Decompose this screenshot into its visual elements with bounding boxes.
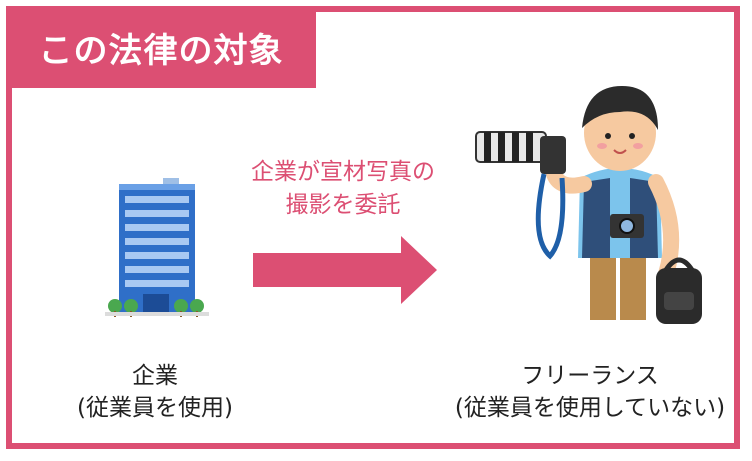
right-arrow-icon bbox=[253, 236, 437, 304]
arrow-label-line2: 撮影を委託 bbox=[285, 192, 401, 218]
contractor-label: フリーランス (従業員を使用していない) bbox=[440, 360, 740, 424]
office-building-icon bbox=[105, 178, 209, 317]
arrow-label: 企業が宣材写真の 撮影を委託 bbox=[218, 156, 468, 222]
client-note: (従業員を使用) bbox=[77, 395, 233, 421]
header-tab: この法律の対象 bbox=[6, 6, 316, 88]
photographer-icon bbox=[475, 86, 702, 324]
header-title: この法律の対象 bbox=[38, 30, 284, 71]
contractor-name: フリーランス bbox=[521, 363, 659, 389]
arrow-label-line1: 企業が宣材写真の bbox=[251, 159, 435, 185]
client-name: 企業 bbox=[132, 363, 178, 389]
contractor-note: (従業員を使用していない) bbox=[454, 395, 726, 421]
client-label: 企業 (従業員を使用) bbox=[70, 360, 240, 424]
